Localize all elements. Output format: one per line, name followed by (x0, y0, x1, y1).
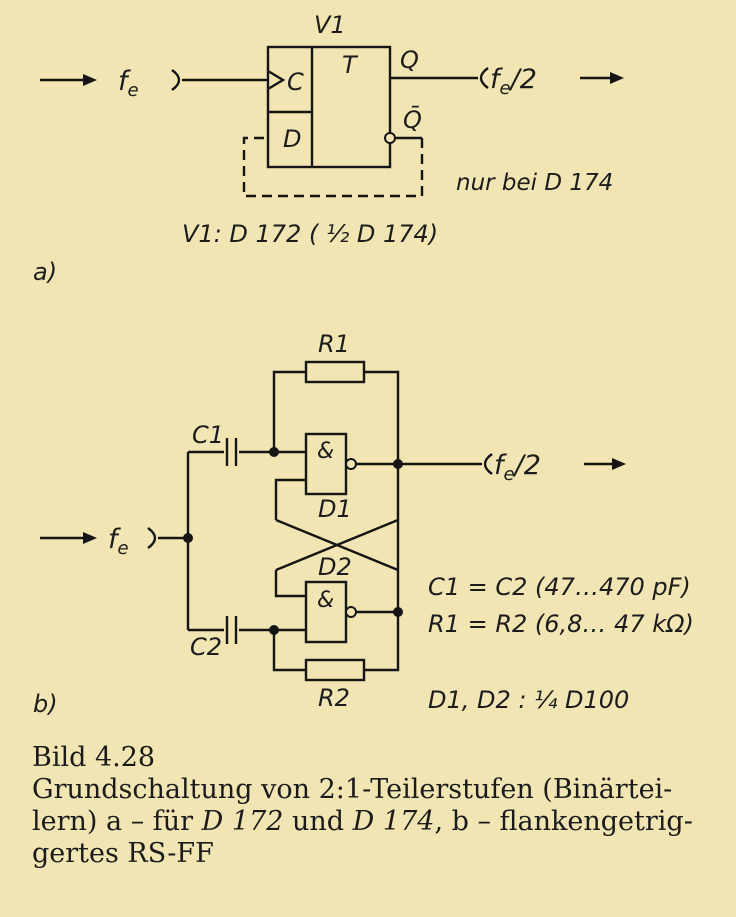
caption-line-1: Grundschaltung von 2:1-Teilerstufen (Bin… (32, 774, 673, 805)
caption-line-2: lern) a – für D 172 und D 174, b – flank… (32, 806, 722, 838)
v1-label: V1 (314, 11, 346, 39)
input-label-a: fe (118, 66, 139, 101)
input-socket-a (171, 69, 181, 91)
equation-c: C1 = C2 (47…470 pF) (428, 573, 691, 601)
d1-label: D1 (318, 495, 352, 523)
output-arrowhead-a (610, 72, 624, 84)
input-socket-b (147, 527, 157, 549)
feedback-dashed-line (242, 136, 424, 198)
pin-q-label: Q (400, 46, 419, 74)
r2-label: R2 (318, 684, 350, 712)
caption-line-2-end: , b – flankengetrig- (434, 806, 693, 837)
pin-t-label: T (342, 51, 359, 79)
caption-line-2-start: lern) a – für (32, 806, 202, 837)
input-label-b: fe (108, 524, 129, 559)
r1-resistor (304, 360, 366, 384)
input-arrowhead-b (83, 532, 97, 544)
panel-label-b: b) (33, 690, 58, 718)
qbar-bubble (384, 132, 396, 144)
r1-right-wire (364, 370, 400, 612)
output-arrowhead-b (612, 458, 626, 470)
gate-d2-symbol: & (317, 588, 334, 613)
gate-d1-symbol: & (317, 439, 334, 464)
d1-output-junction (393, 459, 403, 469)
gate-d1-bubble (345, 458, 357, 470)
c2-label: C2 (190, 633, 222, 661)
equation-d: D1, D2 : ¼ D100 (428, 686, 629, 714)
cross-wire-2 (275, 518, 399, 572)
caption-line-2-mid: und (283, 806, 353, 837)
output-socket-b (483, 453, 493, 475)
flipflop-v1-body (266, 45, 392, 169)
part-a-flipflop-circuit: fe V1 C D T Q Q̄ fe/2 nur bei D 174 V1: … (33, 11, 624, 286)
panel-label-a: a) (33, 258, 57, 286)
c1-label: C1 (192, 421, 224, 449)
type-label: V1: D 172 ( ½ D 174) (182, 220, 438, 248)
figure-caption: Bild 4.28 Grundschaltung von 2:1-Teilers… (32, 742, 722, 870)
pin-d-label: D (283, 125, 301, 153)
clock-edge-triangle (267, 69, 286, 91)
circuit-diagram: fe V1 C D T Q Q̄ fe/2 nur bei D 174 V1: … (33, 11, 694, 718)
r2-left-wire (272, 630, 306, 672)
r1-label: R1 (318, 330, 350, 358)
output-label-b: fe/2 (494, 450, 541, 485)
caption-d172: D 172 (201, 806, 284, 837)
caption-d174: D 174 (352, 806, 435, 837)
caption-line-3: gertes RS-FF (32, 838, 214, 869)
gate-d2-bubble (345, 606, 357, 618)
pin-qbar-label: Q̄ (403, 105, 422, 134)
r1-left-wire (272, 370, 306, 452)
output-socket-a (479, 67, 489, 89)
input-arrowhead-a (83, 74, 97, 86)
r2-resistor (304, 658, 366, 682)
d2-label: D2 (318, 553, 352, 581)
equation-r: R1 = R2 (6,8… 47 kΩ) (428, 610, 694, 638)
d1-feedback-input (274, 478, 306, 520)
output-label-a: fe/2 (490, 64, 537, 99)
caption-title: Bild 4.28 (32, 742, 156, 773)
part-b-rsff-circuit: fe C1 C2 R1 & D1 (33, 330, 694, 718)
note-label: nur bei D 174 (456, 170, 613, 196)
d2-feedback-input (274, 570, 306, 598)
pin-c-label: C (287, 68, 304, 96)
r2-right-wire (364, 612, 400, 672)
